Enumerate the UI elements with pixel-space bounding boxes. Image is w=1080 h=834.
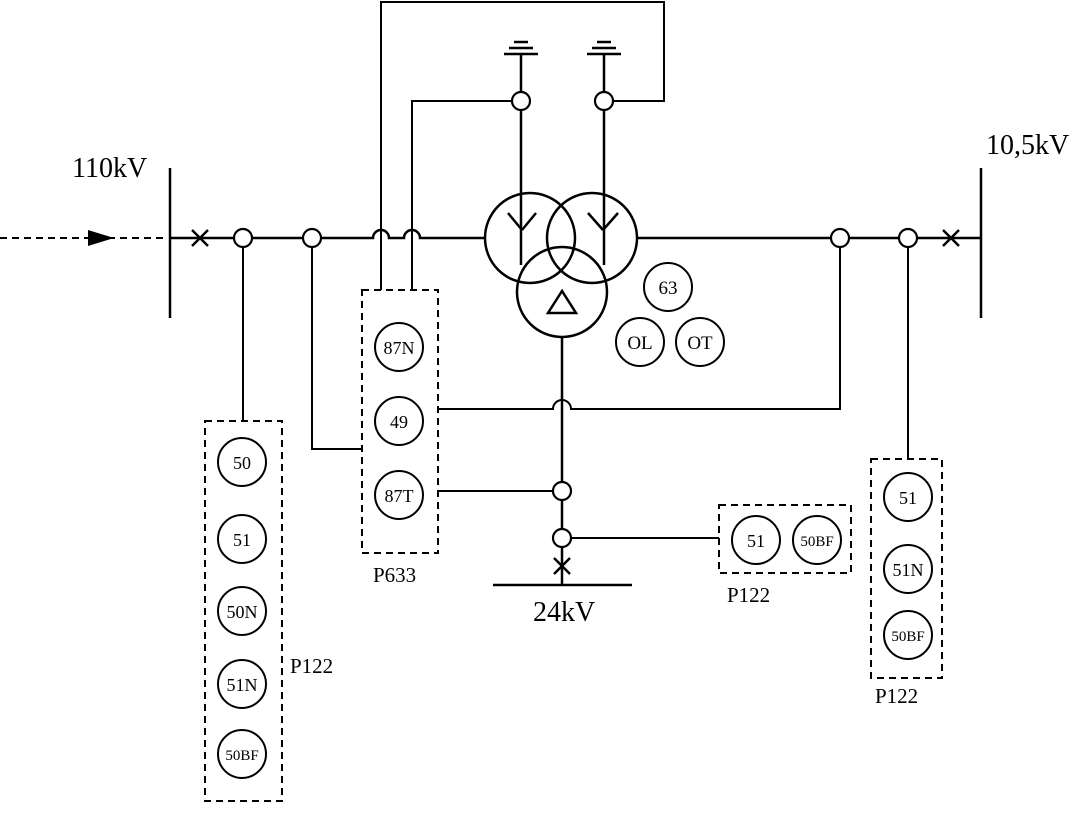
relay-ot-label: OT — [687, 333, 713, 354]
neutral-lv-ground-icon — [587, 40, 621, 265]
relay-49-label: 49 — [390, 412, 408, 432]
relay-87n-label: 87N — [384, 338, 415, 358]
breaker-24kv-icon — [553, 557, 571, 575]
relay-hv-51n-label: 51N — [227, 675, 258, 695]
relay-63: 63 — [643, 262, 693, 312]
relay-tert-51-label: 51 — [747, 531, 765, 551]
breaker-110kv-icon — [191, 229, 209, 247]
panel-p122-lv-label: P122 — [875, 684, 918, 708]
ct-lv-1-icon — [829, 227, 851, 249]
three-winding-transformer-icon — [483, 191, 639, 339]
ct-tertiary-2-icon — [551, 527, 573, 549]
relay-hv-50-label: 50 — [233, 453, 251, 473]
panel-p122-hv-label: P122 — [290, 654, 333, 678]
incoming-arrow-icon — [88, 230, 114, 246]
ct-tertiary-1-icon — [551, 480, 573, 502]
relay-hv-50bf-label: 50BF — [225, 748, 258, 764]
relay-lv-51-label: 51 — [899, 488, 917, 508]
wire-neutral-lv-to-p633 — [380, 1, 665, 290]
relay-ot: OT — [675, 317, 725, 367]
relay-hv-51-label: 51 — [233, 530, 251, 550]
relay-63-label: 63 — [659, 278, 678, 299]
wire-ct-hv2-to-p633 — [311, 238, 362, 450]
panel-p122-tertiary-label: P122 — [727, 583, 770, 607]
relay-lv-51n-label: 51N — [893, 560, 924, 580]
panel-p122-lv: 51 51N 50BF — [870, 458, 943, 679]
relay-hv-50n-label: 50N — [227, 602, 258, 622]
panel-p122-tertiary: 51 50BF — [718, 504, 852, 574]
ct-hv-2-icon — [301, 227, 323, 249]
panel-p633-label: P633 — [373, 563, 416, 587]
relay-ol: OL — [615, 317, 665, 367]
hv-main-conductor — [170, 228, 486, 240]
ct-neutral-hv-icon — [510, 90, 532, 112]
relay-tert-50bf-label: 50BF — [800, 534, 833, 550]
relay-87t-label: 87T — [385, 486, 414, 506]
bus-10-5kv-label: 10,5kV — [986, 130, 1069, 161]
relay-lv-50bf-label: 50BF — [891, 629, 924, 645]
ct-lv-2-icon — [897, 227, 919, 249]
panel-p633: 87N 49 87T — [361, 289, 439, 554]
panel-p122-hv: 50 51 50N 51N 50BF — [204, 420, 283, 802]
neutral-hv-ground-icon — [504, 40, 538, 265]
ct-hv-1-icon — [232, 227, 254, 249]
relay-ol-label: OL — [627, 333, 652, 354]
incoming-line — [0, 230, 168, 246]
bus-24kv-label: 24kV — [533, 597, 595, 628]
ct-neutral-lv-icon — [593, 90, 615, 112]
breaker-10-5kv-icon — [942, 229, 960, 247]
bus-110kv-label: 110kV — [72, 153, 147, 184]
wire-neutral-hv-to-p633 — [411, 100, 521, 290]
